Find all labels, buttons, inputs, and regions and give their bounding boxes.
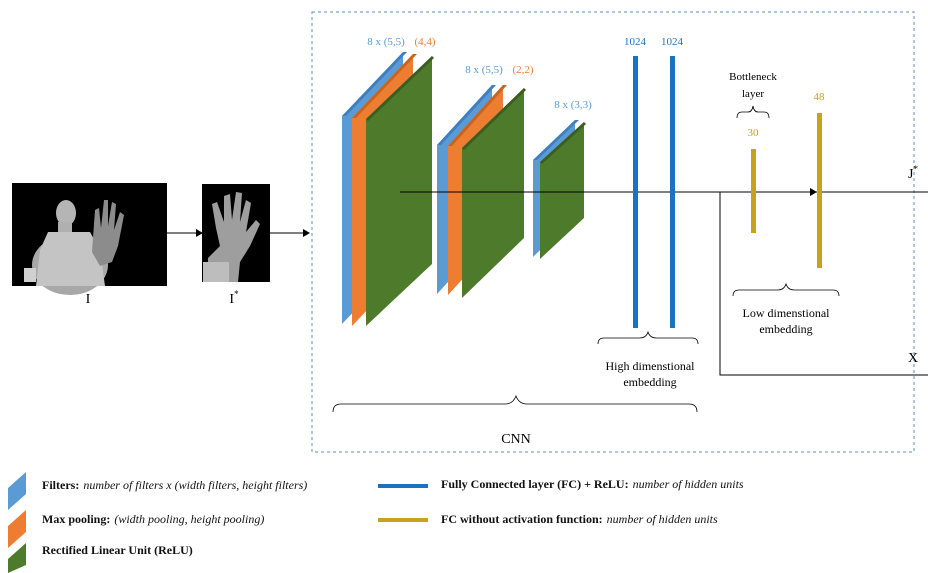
conv3-relu-layer [540,122,584,259]
conv-block-2 [437,85,526,298]
legend-filters-title: Filters: [42,478,80,492]
conv2-pool-label: (2,2) [512,64,533,76]
bottleneck-bar [751,149,756,233]
conv1-pool-label: (4,4) [414,36,435,48]
bottleneck-label-line2: layer [742,88,764,100]
legend-relu: Rectified Linear Unit (ReLU) [42,543,197,558]
legend-fc-relu: Fully Connected layer (FC) + ReLU: numbe… [441,477,744,492]
conv1-relu-layer [366,56,432,326]
legend-fc-relu-swatch [378,484,428,488]
conv-block-1 [342,52,434,326]
bottleneck-label-line1: Bottleneck [729,71,777,83]
conv3-filter-label: 8 x (3,3) [554,99,592,111]
bottleneck-brace [736,105,770,119]
low-dim-label-line2: embedding [759,322,812,336]
legend-pool-desc: (width pooling, height pooling) [114,512,265,526]
legend-fc-relu-title: Fully Connected layer (FC) + ReLU: [441,477,629,491]
legend-relu-swatch [8,543,26,573]
branch-line [719,192,928,376]
legend-fc-linear-desc: number of hidden units [606,512,718,526]
input-depth-image [12,183,167,295]
input-star-label: I* [229,289,239,307]
legend-filters-desc: number of filters x (width filters, heig… [83,478,308,492]
high-dim-label-line1: High dimenstional [606,359,696,373]
conv1-filter-label: 8 x (5,5) [367,36,405,48]
legend-fc-linear: FC without activation function: number o… [441,512,718,527]
high-dim-brace [597,330,699,345]
fc-out-units-label: 48 [814,91,826,103]
low-dim-brace [732,282,840,297]
cnn-brace [332,394,698,413]
legend-relu-title: Rectified Linear Unit (ReLU) [42,543,193,557]
output-j-label: J* [908,164,918,182]
legend-fc-linear-title: FC without activation function: [441,512,603,526]
low-dim-label-line1: Low dimenstional [743,306,831,320]
conv2-relu-layer [462,88,524,298]
conv2-filter-label: 8 x (5,5) [465,64,503,76]
preprocessed-image [202,184,270,282]
fc-out-bar [817,113,822,268]
legend-pool: Max pooling: (width pooling, height pool… [42,512,264,527]
legend-filters: Filters: number of filters x (width filt… [42,478,307,493]
output-x-label: X [908,351,918,366]
fc1-bar [633,56,638,328]
fc2-units-label: 1024 [661,36,684,48]
conv-block-3 [533,120,586,259]
cnn-label: CNN [501,432,531,447]
legend-fc-relu-desc: number of hidden units [632,477,744,491]
legend-pool-title: Max pooling: [42,512,111,526]
legend-fc-linear-swatch [378,518,428,522]
high-dim-label-line2: embedding [623,375,676,389]
legend-pool-swatch [8,510,26,548]
fc1-units-label: 1024 [624,36,647,48]
legend-filter-swatch [8,472,26,510]
fc2-bar [670,56,675,328]
input-label: I [86,292,91,307]
bottleneck-units-label: 30 [748,127,760,139]
cnn-frame [311,11,915,453]
